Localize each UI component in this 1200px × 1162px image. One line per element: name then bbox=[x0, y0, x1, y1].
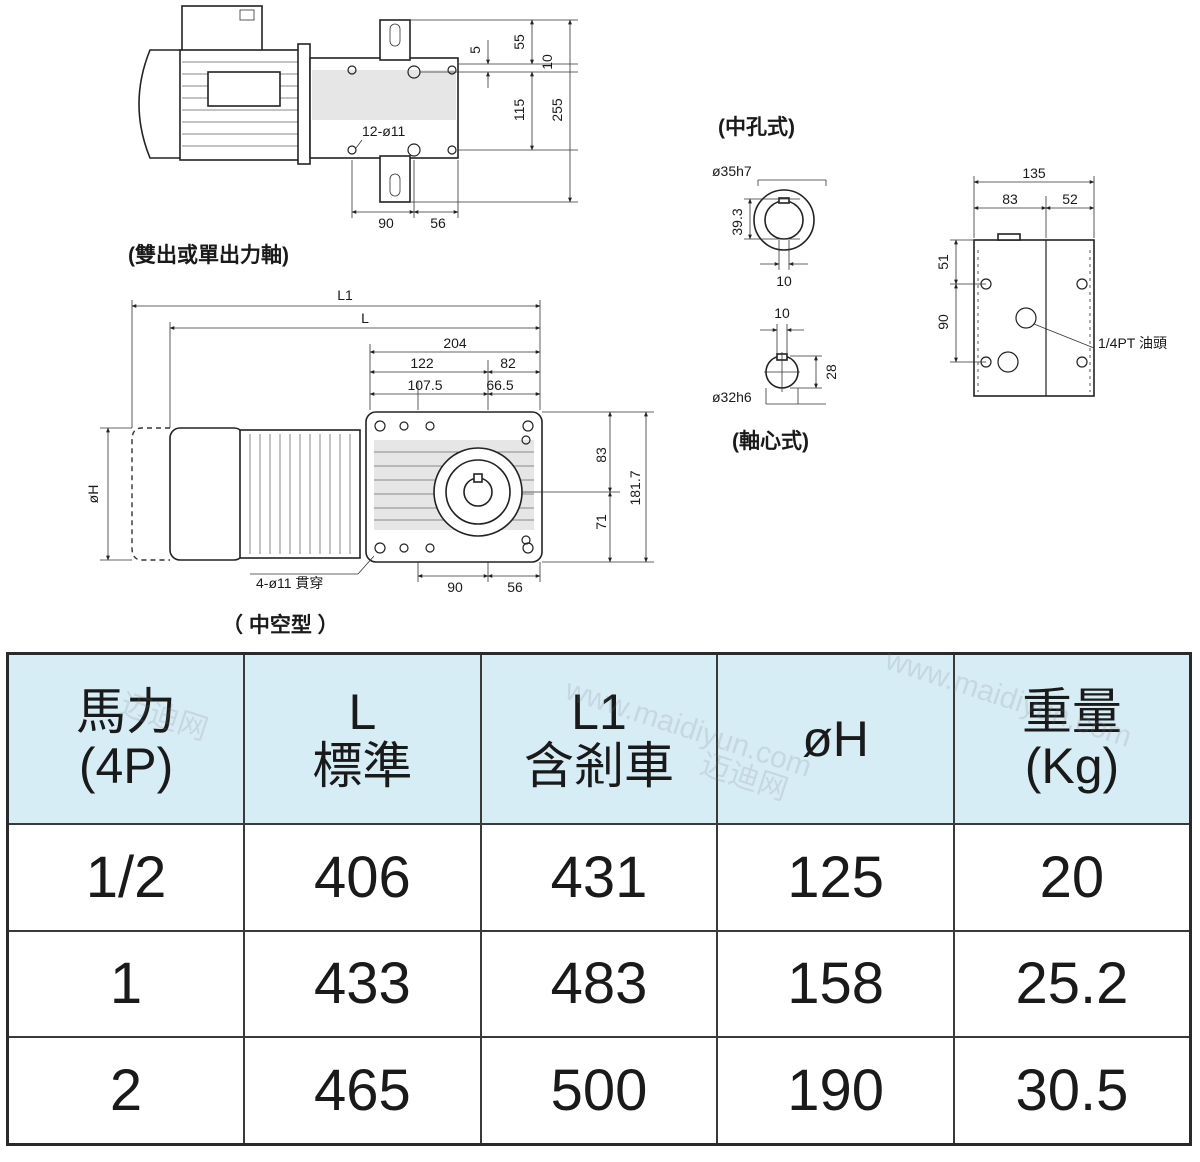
cell-weight: 20 bbox=[952, 823, 1192, 932]
end-view: 135 83 52 51 90 1/4PT 油頭 bbox=[935, 165, 1167, 397]
dim-83-end: 83 bbox=[1002, 191, 1018, 207]
dim-90-bottom: 90 bbox=[447, 579, 463, 595]
table-header-row: 馬力 (4P) L 標準 L1 含剎車 øH 重量 (Kg) bbox=[6, 652, 1192, 825]
caption-center-hole: (中孔式) bbox=[718, 116, 795, 139]
center-hole-view: ø35h7 39.3 10 bbox=[712, 163, 827, 289]
dim-204: 204 bbox=[443, 335, 467, 351]
dim-255: 255 bbox=[549, 98, 565, 122]
shaft-dia-label: ø32h6 bbox=[712, 389, 752, 405]
dim-56-bottom: 56 bbox=[507, 579, 523, 595]
cell-oH: 190 bbox=[716, 1036, 955, 1146]
dim-10: 10 bbox=[539, 54, 555, 70]
shaft-view: 10 28 ø32h6 bbox=[712, 305, 839, 405]
dim-10-shaft: 10 bbox=[774, 305, 790, 321]
header-weight: 重量 (Kg) bbox=[952, 652, 1192, 825]
side-view: 5 55 10 115 255 12-ø11 90 56 bbox=[138, 5, 578, 231]
dim-10-hole: 10 bbox=[776, 273, 792, 289]
cell-L: 465 bbox=[243, 1036, 482, 1146]
dim-122: 122 bbox=[410, 355, 434, 371]
dim-oH: øH bbox=[85, 485, 101, 504]
oil-plug-label: 1/4PT 油頭 bbox=[1098, 335, 1167, 351]
dim-28: 28 bbox=[823, 364, 839, 380]
cell-oH: 158 bbox=[716, 929, 955, 1039]
technical-drawing: 5 55 10 115 255 12-ø11 90 56 (雙出或單出力軸) L… bbox=[85, 5, 1167, 637]
dim-90: 90 bbox=[378, 215, 394, 231]
caption-shaft-output: (雙出或單出力軸) bbox=[128, 243, 289, 267]
dim-39-3: 39.3 bbox=[729, 208, 745, 235]
dim-115: 115 bbox=[511, 99, 527, 122]
cell-L1: 500 bbox=[479, 1036, 719, 1146]
dim-66-5: 66.5 bbox=[486, 377, 513, 393]
hollow-view: L1 L 204 122 82 107.5 66.5 bbox=[85, 287, 654, 595]
cell-oH: 125 bbox=[716, 823, 955, 932]
dim-52: 52 bbox=[1062, 191, 1078, 207]
header-hp: 馬力 (4P) bbox=[6, 652, 246, 825]
dim-71: 71 bbox=[593, 514, 609, 530]
table-row: 1 433 483 158 25.2 bbox=[6, 929, 1192, 1039]
cell-hp: 1/2 bbox=[6, 823, 246, 932]
cell-L: 406 bbox=[243, 823, 482, 932]
dim-90-end: 90 bbox=[935, 314, 951, 330]
bore-label: ø35h7 bbox=[712, 163, 752, 179]
dim-82: 82 bbox=[500, 355, 516, 371]
dim-56: 56 bbox=[430, 215, 446, 231]
cell-L1: 483 bbox=[479, 929, 719, 1039]
cell-weight: 30.5 bbox=[952, 1036, 1192, 1146]
holes-label: 12-ø11 bbox=[362, 123, 406, 139]
cell-weight: 25.2 bbox=[952, 929, 1192, 1039]
hollow-holes-label: 4-ø11 貫穿 bbox=[256, 575, 323, 591]
cell-hp: 2 bbox=[6, 1036, 246, 1146]
table-row: 1/2 406 431 125 20 bbox=[6, 823, 1192, 932]
dim-L1: L1 bbox=[337, 287, 353, 303]
header-oH: øH bbox=[716, 652, 955, 825]
cell-L: 433 bbox=[243, 929, 482, 1039]
cell-L1: 431 bbox=[479, 823, 719, 932]
header-L1: L1 含剎車 bbox=[479, 652, 719, 825]
dim-83: 83 bbox=[593, 447, 609, 463]
cell-hp: 1 bbox=[6, 929, 246, 1039]
dim-L: L bbox=[361, 310, 369, 326]
caption-hollow-type: （ 中空型 ） bbox=[222, 613, 339, 637]
spec-table: 馬力 (4P) L 標準 L1 含剎車 øH 重量 (Kg) 1/2 406 bbox=[6, 652, 1192, 1146]
table-row: 2 465 500 190 30.5 bbox=[6, 1036, 1192, 1146]
caption-shaft-type: (軸心式) bbox=[732, 429, 809, 453]
header-L: L 標準 bbox=[243, 652, 482, 825]
dim-107-5: 107.5 bbox=[407, 377, 442, 393]
dim-55: 55 bbox=[511, 34, 527, 50]
dim-51: 51 bbox=[935, 254, 951, 270]
dim-5: 5 bbox=[467, 46, 483, 54]
dim-181-7: 181.7 bbox=[627, 470, 643, 505]
dim-135: 135 bbox=[1022, 165, 1046, 181]
